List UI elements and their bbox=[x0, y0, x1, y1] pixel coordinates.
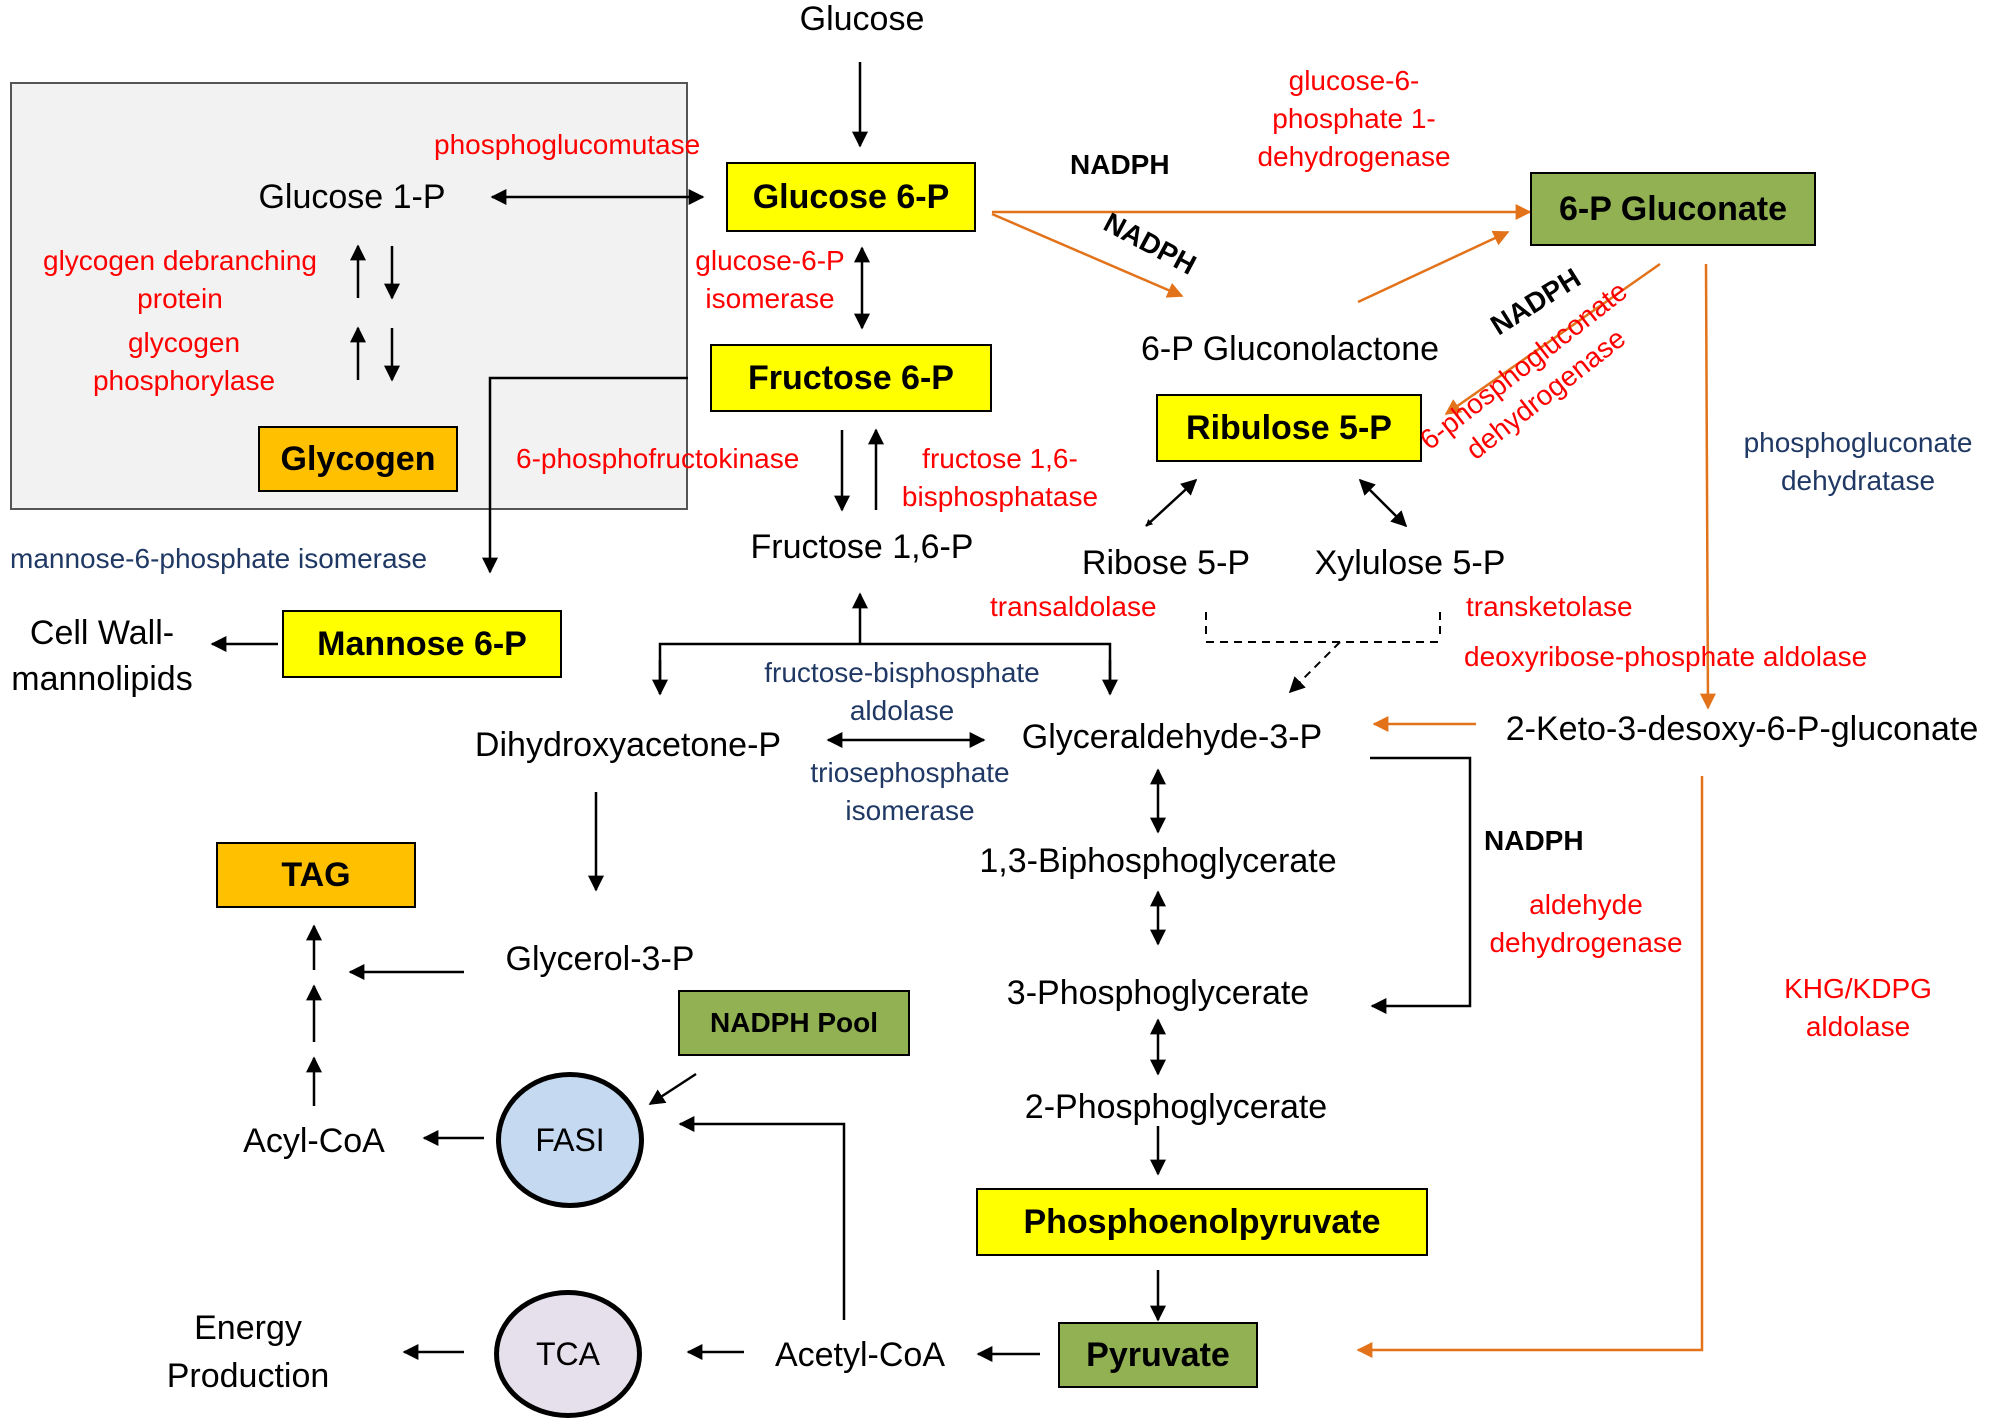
ribulose-5-phosphate-box: Ribulose 5-P bbox=[1156, 394, 1422, 462]
enzyme-6-phosphofructokinase: 6-phosphofructokinase bbox=[516, 443, 800, 474]
enzyme-glycogen-debranching: glycogen debranching protein bbox=[43, 242, 317, 318]
cofactor-nadph-4: NADPH bbox=[1484, 825, 1584, 856]
enzyme-deoxyribose-phosphate-aldolase: deoxyribose-phosphate aldolase bbox=[1464, 641, 1868, 672]
enzyme-fructose-bisphosphate-aldolase: fructose-bisphosphate aldolase bbox=[764, 654, 1040, 730]
phosphoenolpyruvate: Phosphoenolpyruvate bbox=[1023, 1202, 1381, 1241]
enzyme-mannose-6-phosphate-isomerase: mannose-6-phosphate isomerase bbox=[10, 543, 428, 574]
tpi-line1: triosephosphate bbox=[810, 757, 1010, 788]
pg-dehydratase-line1: phosphogluconate bbox=[1743, 427, 1973, 458]
mannose-6-phosphate: Mannose 6-P bbox=[317, 624, 527, 663]
g6pdh-line1: glucose-6- bbox=[1288, 65, 1420, 96]
phosphoenolpyruvate-box: Phosphoenolpyruvate bbox=[976, 1188, 1428, 1256]
enzyme-khg-kdpg-aldolase: KHG/KDPG aldolase bbox=[1784, 970, 1932, 1046]
khg-line1: KHG/KDPG bbox=[1784, 973, 1932, 1004]
enzyme-phosphogluconate-dehydratase: phosphogluconate dehydratase bbox=[1744, 424, 1973, 500]
phosphorylase-line1: glycogen bbox=[127, 327, 241, 358]
fba-line1: fructose-bisphosphate bbox=[764, 657, 1040, 688]
nadph-pool-box: NADPH Pool bbox=[678, 990, 910, 1056]
enzyme-fructose-bisphosphatase: fructose 1,6- bisphosphatase bbox=[902, 440, 1098, 516]
energy-line2: Production bbox=[166, 1357, 330, 1395]
fasi: FASI bbox=[535, 1121, 605, 1158]
fructose-6-phosphate-box: Fructose 6-P bbox=[710, 344, 992, 412]
1-3-biphosphoglycerate: 1,3-Biphosphoglycerate bbox=[979, 842, 1337, 880]
fasi-circle: FASI bbox=[496, 1072, 644, 1208]
enzyme-transketolase: transketolase bbox=[1466, 591, 1633, 622]
khg-line2: aldolase bbox=[1805, 1011, 1911, 1042]
g6pdh-line3: dehydrogenase bbox=[1257, 141, 1451, 172]
g6p-isomerase-line1: glucose-6-P bbox=[695, 245, 845, 276]
pyruvate: Pyruvate bbox=[1086, 1335, 1230, 1374]
enzyme-transaldolase: transaldolase bbox=[990, 591, 1157, 622]
aldh-line2: dehydrogenase bbox=[1489, 927, 1683, 958]
6-p-gluconolactone: 6-P Gluconolactone bbox=[1140, 330, 1440, 368]
fba-line2: aldolase bbox=[849, 695, 955, 726]
enzyme-aldehyde-dehydrogenase: aldehyde dehydrogenase bbox=[1489, 886, 1682, 962]
tag-box: TAG bbox=[216, 842, 416, 908]
tca-cycle-circle: TCA bbox=[494, 1290, 642, 1418]
tag: TAG bbox=[281, 855, 351, 894]
enzyme-triosephosphate-isomerase: triosephosphate isomerase bbox=[810, 754, 1009, 830]
arrow-f6p-mannose bbox=[482, 376, 688, 574]
acyl-coa: Acyl-CoA bbox=[243, 1122, 385, 1160]
enzyme-glucose-6-phosphate-dehydrogenase: glucose-6- phosphate 1- dehydrogenase bbox=[1257, 62, 1450, 176]
ribulose-5-phosphate: Ribulose 5-P bbox=[1186, 408, 1392, 447]
2-keto-3-desoxy-6-p-gluconate: 2-Keto-3-desoxy-6-P-gluconate bbox=[1505, 710, 1979, 748]
xylulose-5-phosphate: Xylulose 5-P bbox=[1314, 544, 1506, 582]
fbpase-line2: bisphosphatase bbox=[901, 481, 1099, 512]
g6pdh-line2: phosphate 1- bbox=[1272, 103, 1436, 134]
debranching-line2: protein bbox=[137, 283, 223, 314]
enzyme-glucose-6-p-isomerase: glucose-6-P isomerase bbox=[695, 242, 844, 318]
fbpase-line1: fructose 1,6- bbox=[922, 443, 1078, 474]
debranching-line1: glycogen debranching bbox=[43, 245, 317, 276]
6-p-gluconate: 6-P Gluconate bbox=[1559, 189, 1787, 228]
fructose-6-phosphate: Fructose 6-P bbox=[748, 358, 954, 397]
cell-wall-line2: mannolipids bbox=[11, 660, 193, 698]
phosphorylase-line2: phosphorylase bbox=[92, 365, 276, 396]
ribose-5-phosphate: Ribose 5-P bbox=[1081, 544, 1251, 582]
fructose-1-6-bisphosphate: Fructose 1,6-P bbox=[750, 528, 974, 566]
cofactor-nadph-1: NADPH bbox=[1070, 149, 1170, 180]
glycogen-box: Glycogen bbox=[258, 426, 458, 492]
6-p-gluconate-box: 6-P Gluconate bbox=[1530, 172, 1816, 246]
enzyme-phosphoglucomutase: phosphoglucomutase bbox=[434, 129, 701, 160]
energy-line1: Energy bbox=[194, 1309, 302, 1347]
glucose: Glucose bbox=[799, 0, 925, 38]
acetyl-coa: Acetyl-CoA bbox=[774, 1336, 946, 1374]
mannose-6-phosphate-box: Mannose 6-P bbox=[282, 610, 562, 678]
glyceraldehyde-3-phosphate: Glyceraldehyde-3-P bbox=[1021, 718, 1323, 756]
glycogen: Glycogen bbox=[280, 439, 436, 478]
dihydroxyacetone-phosphate: Dihydroxyacetone-P bbox=[474, 726, 782, 764]
energy-production: Energy Production bbox=[167, 1304, 330, 1400]
nadph-pool: NADPH Pool bbox=[710, 1007, 878, 1038]
glycerol-3-phosphate: Glycerol-3-P bbox=[505, 940, 695, 978]
tca: TCA bbox=[536, 1335, 600, 1372]
aldh-line1: aldehyde bbox=[1529, 889, 1643, 920]
glucose-1-phosphate: Glucose 1-P bbox=[258, 178, 446, 216]
pyruvate-box: Pyruvate bbox=[1058, 1322, 1258, 1388]
enzyme-glycogen-phosphorylase: glycogen phosphorylase bbox=[93, 324, 275, 400]
g6p-isomerase-line2: isomerase bbox=[705, 283, 835, 314]
cell-wall-mannolipids: Cell Wall- mannolipids bbox=[11, 610, 192, 702]
pg-dehydratase-line2: dehydratase bbox=[1780, 465, 1936, 496]
glucose-6-phosphate: Glucose 6-P bbox=[752, 177, 950, 216]
3-phosphoglycerate: 3-Phosphoglycerate bbox=[1006, 974, 1310, 1012]
tpi-line2: isomerase bbox=[845, 795, 975, 826]
glucose-6-phosphate-box: Glucose 6-P bbox=[726, 162, 976, 232]
2-phosphoglycerate: 2-Phosphoglycerate bbox=[1024, 1088, 1328, 1126]
cell-wall-line1: Cell Wall- bbox=[29, 614, 175, 652]
